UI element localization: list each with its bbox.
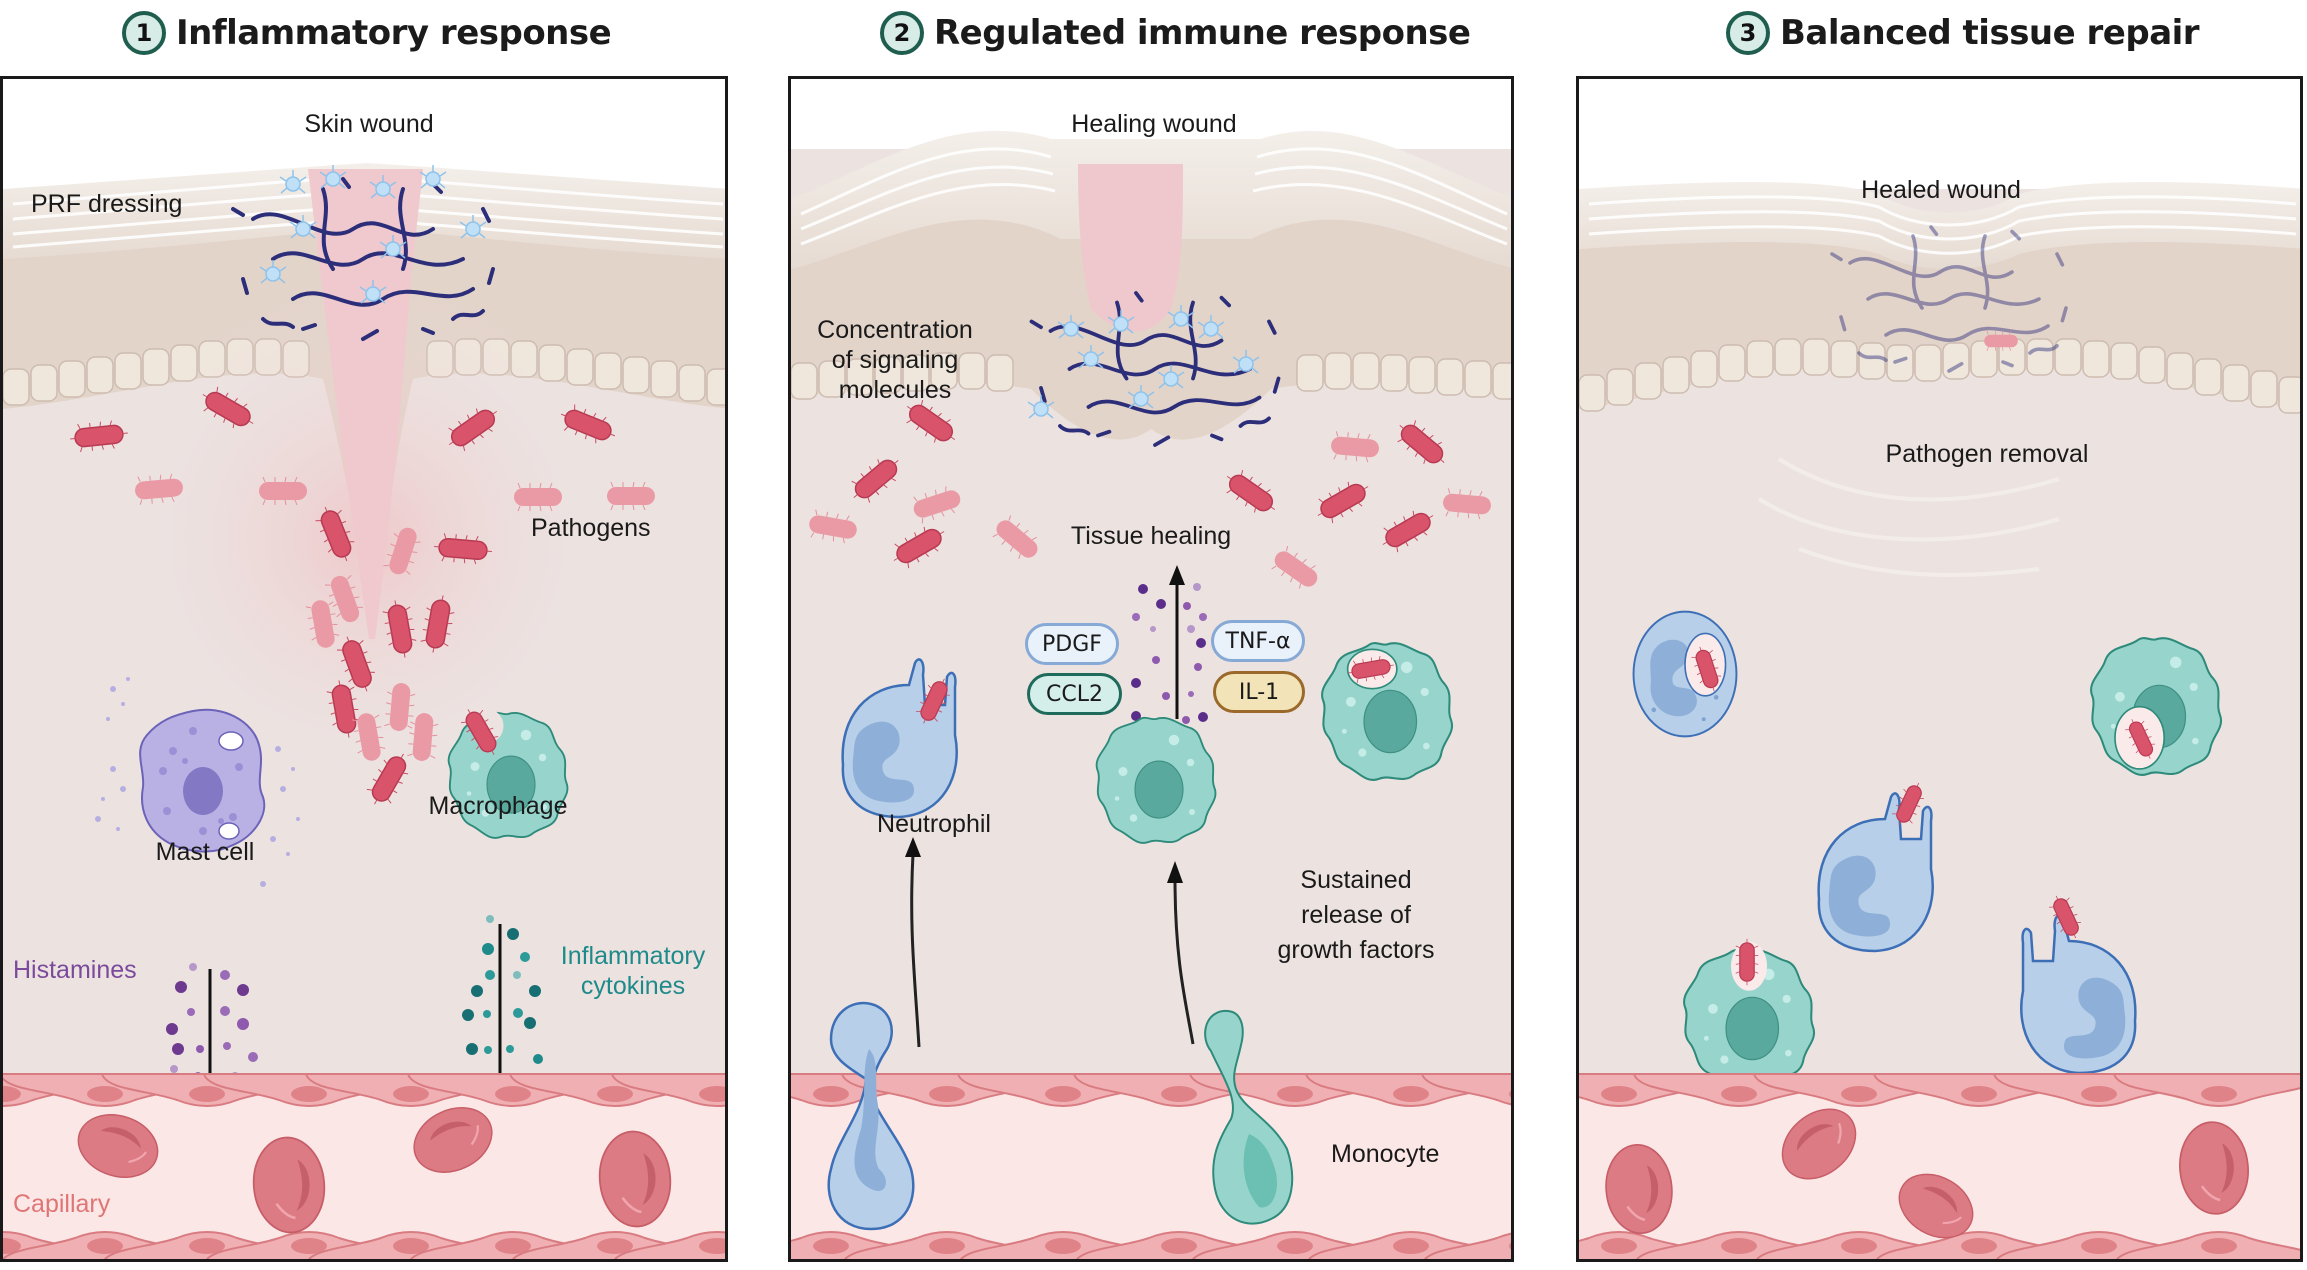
molecule-il-1: IL-1 [1213, 671, 1305, 713]
label-line: molecules [838, 376, 952, 404]
basal-cell-layer [1579, 338, 2300, 414]
tissue-healing-arrow [1169, 565, 1185, 719]
label-line: cytokines [580, 972, 686, 1000]
neutrophil [1632, 610, 1738, 738]
panel-2-heading: 2 Regulated immune response [880, 8, 1471, 58]
panel-title: Regulated immune response [934, 13, 1471, 53]
label-line: Inflammatory [560, 942, 706, 970]
label-pathogen-removal: Pathogen removal [1885, 440, 2089, 468]
basal-cell-layer [791, 352, 1511, 400]
scar-lines [1757, 457, 2060, 577]
label-line: growth factors [1277, 936, 1435, 964]
capillary [3, 1073, 725, 1259]
step-number-badge: 3 [1726, 11, 1770, 55]
epidermis [791, 219, 1511, 440]
label-healed-wound: Healed wound [1861, 176, 2021, 204]
neutrophil [1817, 792, 1934, 953]
panel-title: Inflammatory response [176, 13, 612, 53]
capillary [1579, 1073, 2300, 1259]
mast-cell-granules [95, 677, 300, 887]
panel-1-heading: 1 Inflammatory response [122, 8, 612, 58]
label-tissue-healing: Tissue healing [1070, 522, 1232, 550]
molecule-pdgf: PDGF [1025, 623, 1119, 665]
step-number-badge: 1 [122, 11, 166, 55]
label-mast-cell: Mast cell [155, 838, 255, 866]
panel-3-illustration [1579, 79, 2300, 1259]
label-growth-factors: Sustained release of growth factors [1277, 863, 1434, 968]
label-signaling-molecules: Concentration of signaling molecules [817, 315, 973, 405]
label-pathogens: Pathogens [531, 514, 651, 542]
label-line: Sustained [1300, 866, 1412, 894]
macrophage [2090, 637, 2223, 776]
macrophage [1095, 716, 1217, 844]
molecule-tnf-alpha: TNF-α [1211, 620, 1305, 662]
wound-plug [1078, 164, 1183, 332]
panel-3-heading: 3 Balanced tissue repair [1726, 8, 2200, 58]
label-capillary: Capillary [13, 1190, 111, 1218]
panel-1-illustration [3, 79, 725, 1259]
label-prf-dressing: PRF dressing [31, 190, 183, 218]
neutrophil [841, 658, 958, 819]
monocyte [1204, 1009, 1294, 1225]
label-monocyte: Monocyte [1331, 1140, 1440, 1168]
neutrophil [2020, 914, 2137, 1075]
neutrophil-migration-arrow [905, 837, 921, 1048]
label-healing-wound: Healing wound [1071, 110, 1237, 138]
label-histamines: Histamines [13, 956, 137, 984]
label-line: Concentration [817, 316, 973, 344]
transmigrating-neutrophil [827, 1001, 915, 1231]
label-neutrophil: Neutrophil [877, 810, 991, 838]
step-number-badge: 2 [880, 11, 924, 55]
macrophage-arrow [1167, 861, 1195, 1045]
label-inflammatory-cytokines: Inflammatory cytokines [561, 941, 705, 1001]
wound-channel [308, 169, 423, 639]
label-macrophage: Macrophage [428, 792, 568, 820]
panel-title: Balanced tissue repair [1780, 13, 2200, 53]
panel-2-illustration [791, 79, 1511, 1259]
molecule-ccl2: CCL2 [1027, 673, 1122, 715]
label-line: of signaling [831, 346, 959, 374]
mast-cell [139, 708, 266, 853]
panel-regulated-immune-response: Healing wound Concentration of signaling… [788, 76, 1514, 1262]
label-skin-wound: Skin wound [304, 110, 434, 138]
panel-inflammatory-response: Skin wound PRF dressing Pathogens Mast c… [0, 76, 728, 1262]
panel-balanced-tissue-repair: Healed wound Pathogen removal [1576, 76, 2303, 1262]
label-line: release of [1301, 901, 1411, 929]
